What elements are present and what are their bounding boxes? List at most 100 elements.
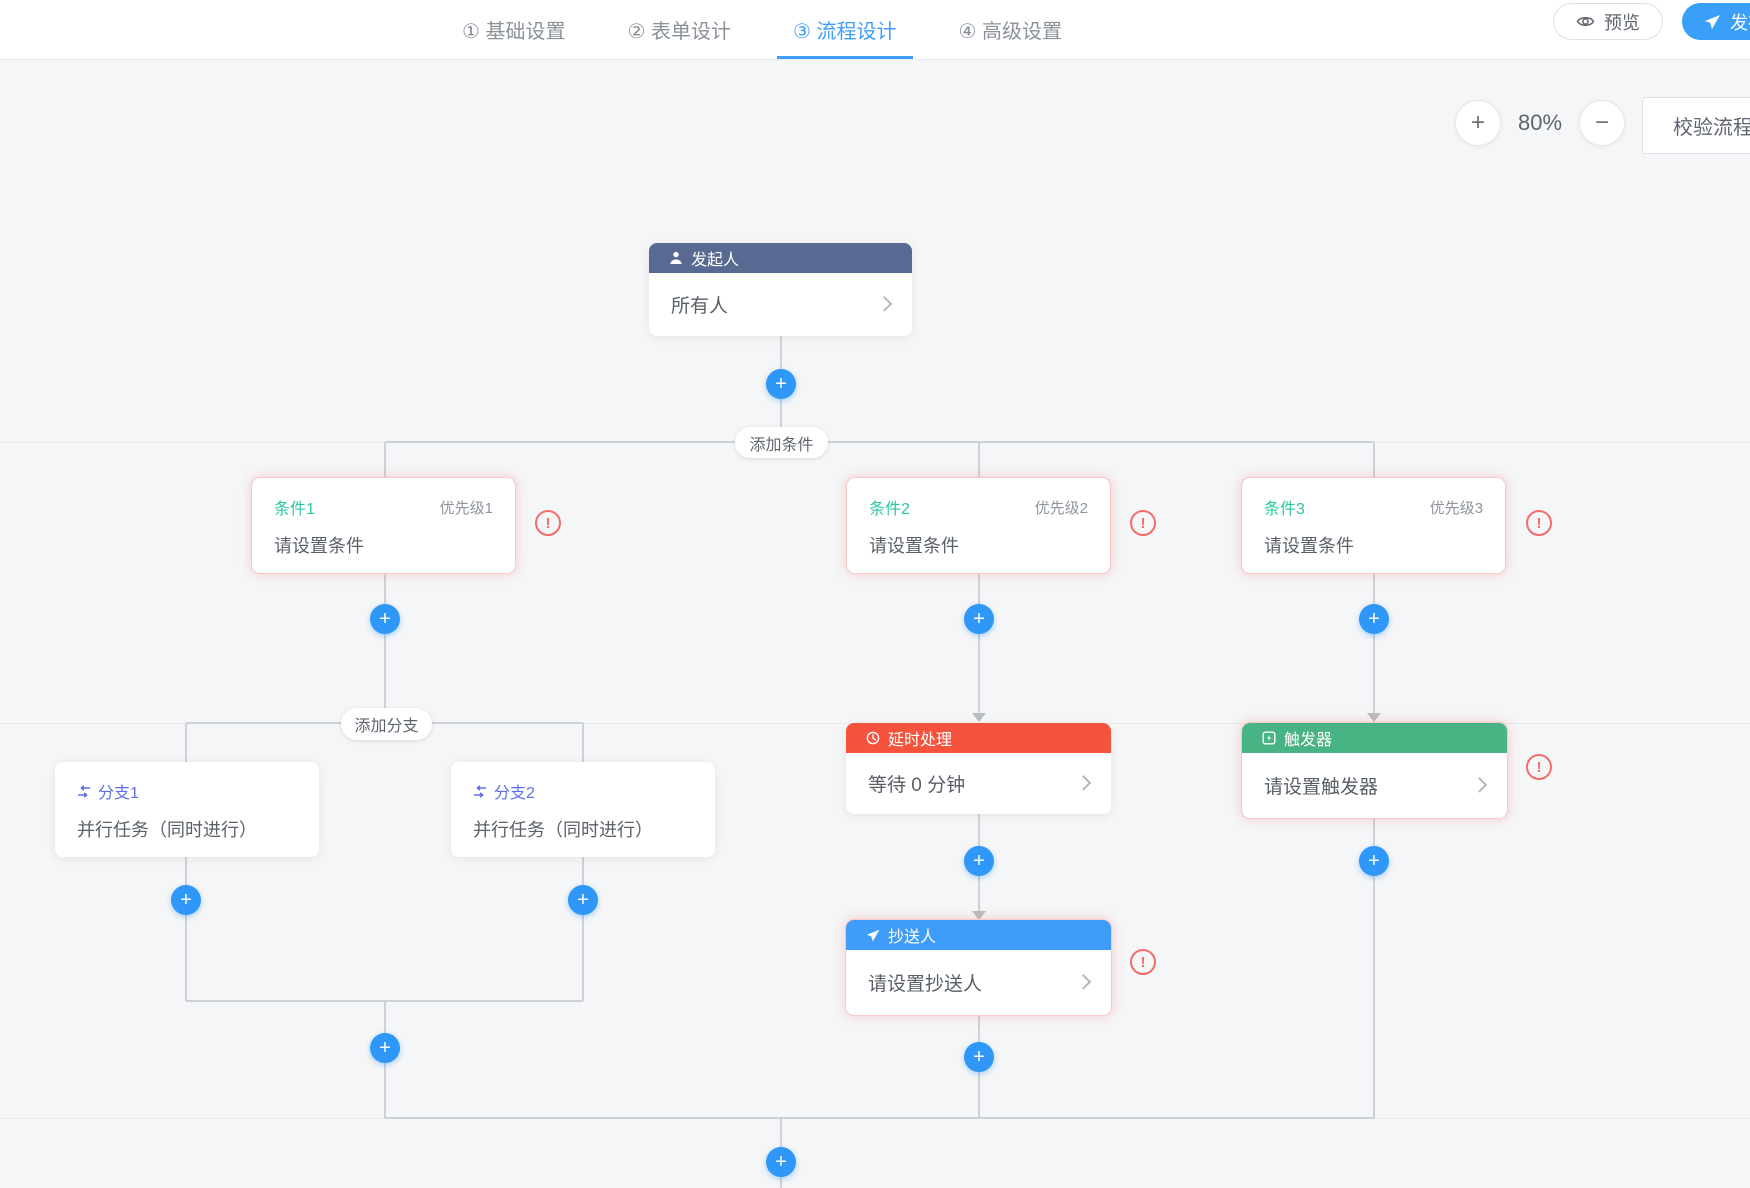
condition-value: 请设置条件	[869, 536, 959, 556]
tab-label: ② 表单设计	[627, 21, 732, 43]
user-icon	[670, 251, 682, 264]
validate-flow-button[interactable]: 校验流程	[1642, 97, 1750, 154]
tab-label: ③ 流程设计	[793, 21, 897, 43]
add-node-button[interactable]: +	[1359, 846, 1389, 876]
start-node-header: 发起人	[649, 243, 912, 273]
plus-icon: +	[775, 373, 787, 395]
cc-node[interactable]: 抄送人 请设置抄送人	[846, 920, 1111, 1015]
node-value: 所有人	[671, 296, 729, 317]
delay-node-header: 延时处理	[846, 723, 1111, 753]
connector-line	[978, 442, 980, 478]
add-node-button[interactable]: +	[171, 885, 201, 915]
condition-title: 条件2	[869, 501, 910, 518]
connector-line	[384, 442, 386, 478]
connector-line	[582, 723, 584, 762]
warning-glyph: !	[1536, 514, 1542, 532]
branch-node-2[interactable]: 分支2 并行任务（同时进行）	[451, 762, 715, 857]
eye-icon	[1576, 17, 1595, 26]
connector-line	[384, 573, 386, 723]
condition-priority: 优先级3	[1429, 499, 1483, 517]
add-node-button[interactable]: +	[1359, 604, 1389, 634]
add-node-button[interactable]: +	[964, 1042, 994, 1072]
arrow-down-icon	[1367, 713, 1381, 722]
add-node-button[interactable]: +	[766, 1147, 796, 1177]
branch-title-text: 分支1	[98, 785, 139, 802]
warning-glyph: !	[1536, 758, 1542, 776]
condition-node-2[interactable]: 条件2 优先级2 请设置条件	[847, 478, 1110, 573]
warning-icon: !	[535, 510, 561, 536]
branch-title-text: 分支2	[494, 785, 535, 802]
node-title: 发起人	[691, 252, 740, 269]
top-navbar: ① 基础设置 ② 表单设计 ③ 流程设计 ④ 高级设置 预览 发布	[0, 0, 1750, 60]
plus-icon: +	[577, 889, 589, 911]
condition-node-3[interactable]: 条件3 优先级3 请设置条件	[1242, 478, 1505, 573]
add-condition-button[interactable]: 添加条件	[735, 427, 828, 458]
connector-line	[385, 441, 1374, 443]
node-value: 请设置抄送人	[868, 974, 983, 995]
connector-line	[385, 1117, 1374, 1119]
plus-icon: +	[180, 889, 192, 911]
preview-label: 预览	[1604, 12, 1640, 33]
zoom-out-glyph: −	[1594, 109, 1609, 136]
condition-priority: 优先级2	[1034, 499, 1088, 517]
condition-value: 请设置条件	[1264, 536, 1354, 556]
plus-icon: +	[775, 1151, 787, 1173]
condition-value: 请设置条件	[274, 536, 364, 556]
add-node-button[interactable]: +	[964, 846, 994, 876]
start-node[interactable]: 发起人 所有人	[649, 243, 912, 336]
node-value: 请设置触发器	[1264, 777, 1379, 798]
parallel-icon	[474, 784, 486, 798]
connector-line	[1373, 442, 1375, 478]
trigger-node-header: 触发器	[1242, 723, 1507, 753]
zoom-out-button[interactable]: −	[1579, 100, 1625, 146]
add-node-button[interactable]: +	[766, 369, 796, 399]
tab-label: ① 基础设置	[462, 21, 566, 43]
condition-title: 条件3	[1264, 501, 1305, 518]
delay-node[interactable]: 延时处理 等待 0 分钟	[846, 723, 1111, 814]
warning-glyph: !	[545, 514, 551, 532]
add-node-button[interactable]: +	[370, 1033, 400, 1063]
branch-title: 分支2	[473, 779, 535, 803]
warning-icon: !	[1130, 949, 1156, 975]
trigger-icon	[1262, 731, 1276, 745]
add-node-button[interactable]: +	[964, 604, 994, 634]
plus-icon: +	[973, 850, 985, 872]
condition-priority: 优先级1	[439, 499, 493, 517]
trigger-node[interactable]: 触发器 请设置触发器	[1242, 723, 1507, 818]
paper-plane-icon	[1705, 14, 1720, 29]
condition-title: 条件1	[274, 501, 315, 518]
arrow-down-icon	[972, 713, 986, 722]
clock-icon	[866, 731, 880, 745]
warning-glyph: !	[1140, 514, 1146, 532]
add-node-button[interactable]: +	[370, 604, 400, 634]
publish-button[interactable]: 发布	[1682, 3, 1750, 40]
zoom-in-button[interactable]: +	[1455, 100, 1501, 146]
branch-node-1[interactable]: 分支1 并行任务（同时进行）	[55, 762, 319, 857]
tab-advanced-settings[interactable]: ④ 高级设置	[943, 0, 1079, 59]
warning-icon: !	[1526, 754, 1552, 780]
connector-line	[1373, 573, 1375, 713]
plus-icon: +	[973, 608, 985, 630]
node-value: 等待 0 分钟	[868, 775, 966, 796]
chevron-right-icon	[1471, 776, 1488, 793]
zoom-level: 80%	[1517, 110, 1563, 135]
chevron-right-icon	[876, 295, 893, 312]
preview-button[interactable]: 预览	[1553, 3, 1663, 40]
validate-label: 校验流程	[1673, 117, 1750, 139]
warning-icon: !	[1526, 510, 1552, 536]
tab-form-design[interactable]: ② 表单设计	[612, 0, 748, 59]
tab-basic-settings[interactable]: ① 基础设置	[446, 0, 582, 59]
warning-icon: !	[1130, 510, 1156, 536]
plus-icon: +	[379, 608, 391, 630]
branch-title: 分支1	[77, 779, 139, 803]
node-title: 触发器	[1284, 732, 1333, 749]
tab-process-design[interactable]: ③ 流程设计	[777, 0, 913, 59]
add-node-button[interactable]: +	[568, 885, 598, 915]
tab-label: ④ 高级设置	[958, 21, 1063, 43]
condition-node-1[interactable]: 条件1 优先级1 请设置条件	[252, 478, 515, 573]
chevron-right-icon	[1075, 973, 1092, 990]
paper-plane-icon	[866, 929, 880, 941]
zoom-in-glyph: +	[1470, 109, 1485, 136]
add-branch-button[interactable]: 添加分支	[341, 708, 432, 740]
connector-line	[582, 857, 584, 1001]
